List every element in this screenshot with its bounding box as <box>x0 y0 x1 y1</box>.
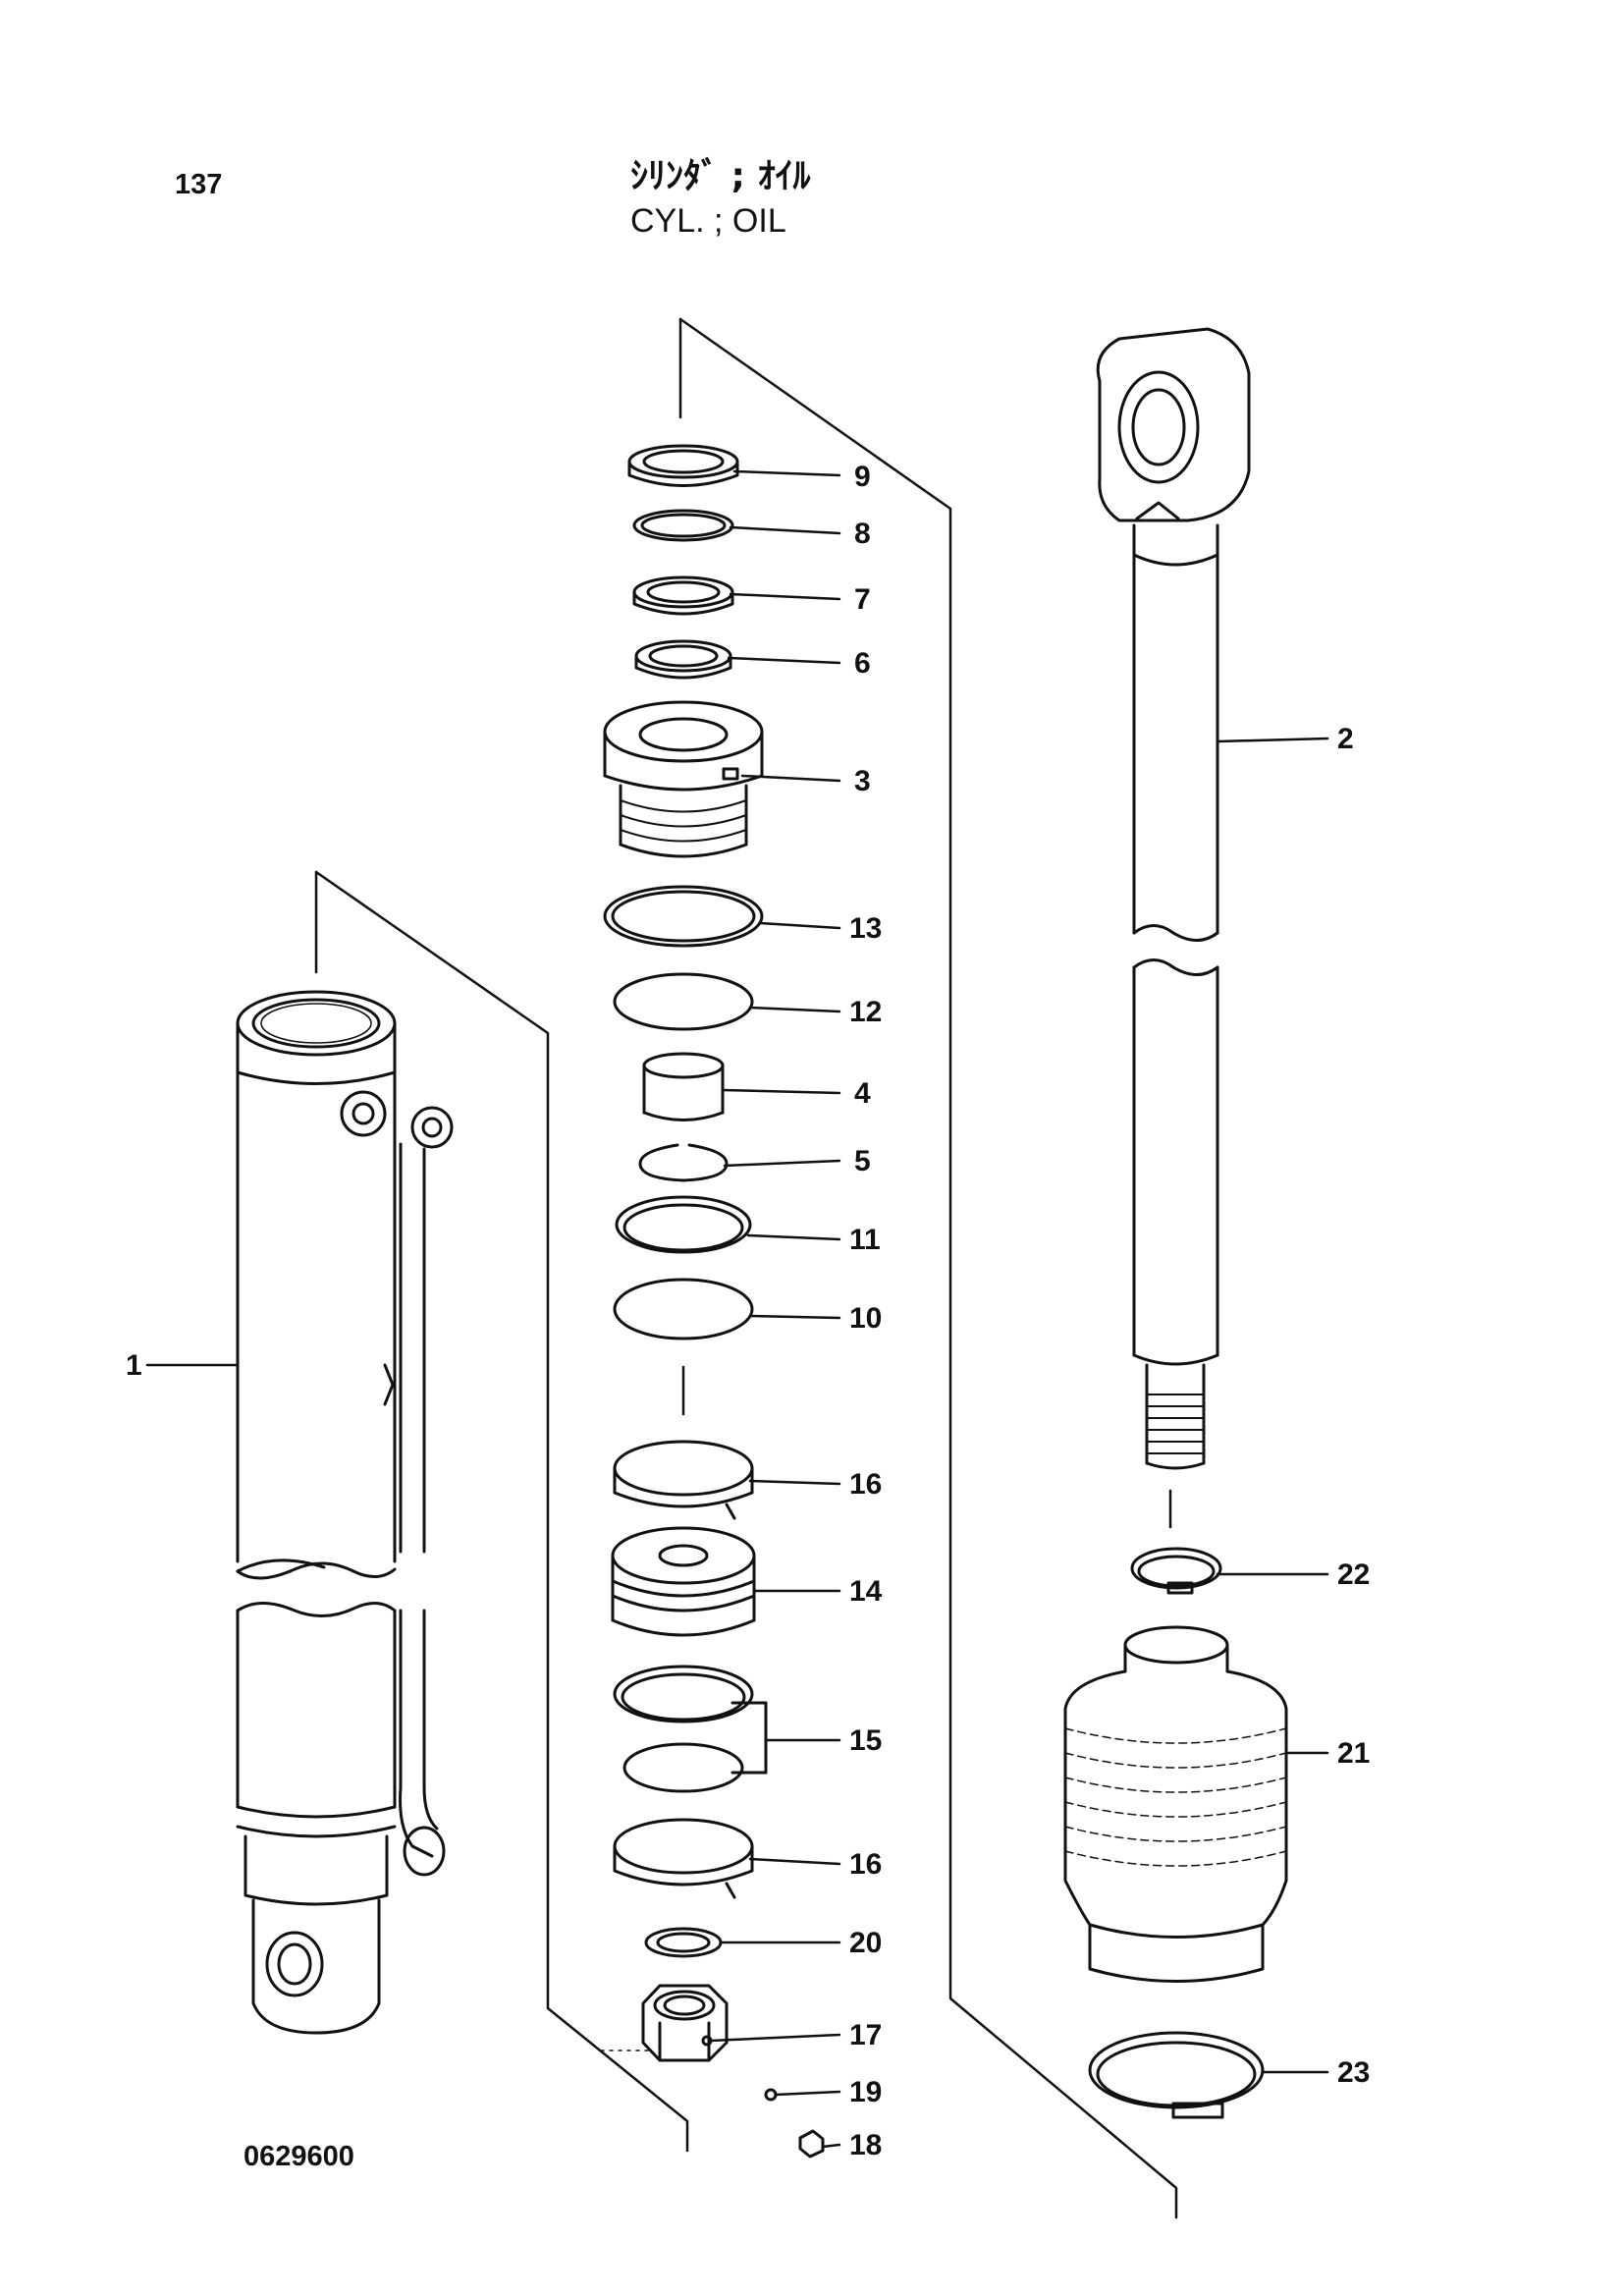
part-6-seal <box>634 639 732 680</box>
callout-13: 13 <box>849 912 882 945</box>
part-19-ball <box>764 2088 778 2102</box>
part-10-o-ring <box>613 1278 754 1340</box>
part-12-o-ring <box>613 972 754 1031</box>
bracket-middle-diagonal <box>678 317 1178 2219</box>
part-17-nut <box>641 1984 729 2062</box>
part-21-boot <box>1063 1625 1288 1983</box>
part-15-seal-set <box>613 1665 768 1793</box>
part-14-piston <box>611 1526 756 1637</box>
callout-12: 12 <box>849 996 882 1028</box>
callout-18: 18 <box>849 2129 882 2161</box>
callout-9: 9 <box>854 461 871 493</box>
callout-5: 5 <box>854 1145 871 1177</box>
part-5-snap-ring <box>638 1143 729 1182</box>
part-9-seal <box>627 444 739 487</box>
page-number: 137 <box>175 169 223 200</box>
callout-23: 23 <box>1337 2056 1370 2089</box>
title-english: CYL. ; OIL <box>630 202 786 240</box>
callout-10: 10 <box>849 1302 882 1335</box>
part-7-seal <box>632 575 734 616</box>
callout-4: 4 <box>854 1077 871 1110</box>
part-16a-wear-ring <box>613 1440 754 1520</box>
leader-lines <box>145 469 1329 2149</box>
part-18-set-screw <box>798 2129 825 2159</box>
part-16b-wear-ring <box>613 1818 754 1899</box>
callout-14: 14 <box>849 1575 883 1608</box>
bracket-left-diagonal <box>314 870 689 2153</box>
callout-20: 20 <box>849 1927 882 1959</box>
callout-15: 15 <box>849 1724 882 1757</box>
callout-16-lower: 16 <box>849 1848 882 1881</box>
part-4-bushing <box>642 1052 725 1121</box>
part-2-piston-rod <box>1096 327 1251 1470</box>
callout-16-upper: 16 <box>849 1468 882 1501</box>
callout-22: 22 <box>1337 1558 1370 1591</box>
part-3-head <box>603 700 764 858</box>
callout-1: 1 <box>126 1349 142 1382</box>
callout-8: 8 <box>854 518 871 550</box>
part-11-ring <box>615 1195 752 1254</box>
title-japanese: ｼﾘﾝﾀﾞ ; ｵｲﾙ <box>630 156 811 196</box>
part-13-ring <box>603 885 764 948</box>
callout-7: 7 <box>854 583 871 616</box>
callout-21: 21 <box>1337 1737 1370 1770</box>
group-bracket-lines <box>314 317 1178 2219</box>
callout-2: 2 <box>1337 723 1354 755</box>
part-1-cylinder-tube <box>236 990 454 2035</box>
callout-6: 6 <box>854 647 871 680</box>
part-20-washer <box>644 1927 723 1958</box>
callout-labels: 9 8 7 6 3 13 12 4 5 11 10 16 14 15 16 20… <box>126 461 1370 2161</box>
callout-19: 19 <box>849 2076 882 2108</box>
callout-11: 11 <box>849 1224 881 1256</box>
callout-3: 3 <box>854 765 871 797</box>
part-23-band <box>1088 2031 1265 2119</box>
callout-17: 17 <box>849 2019 882 2051</box>
part-8-ring <box>632 509 734 542</box>
part-22-band <box>1130 1547 1222 1595</box>
drawing-number: 0629600 <box>243 2141 354 2172</box>
